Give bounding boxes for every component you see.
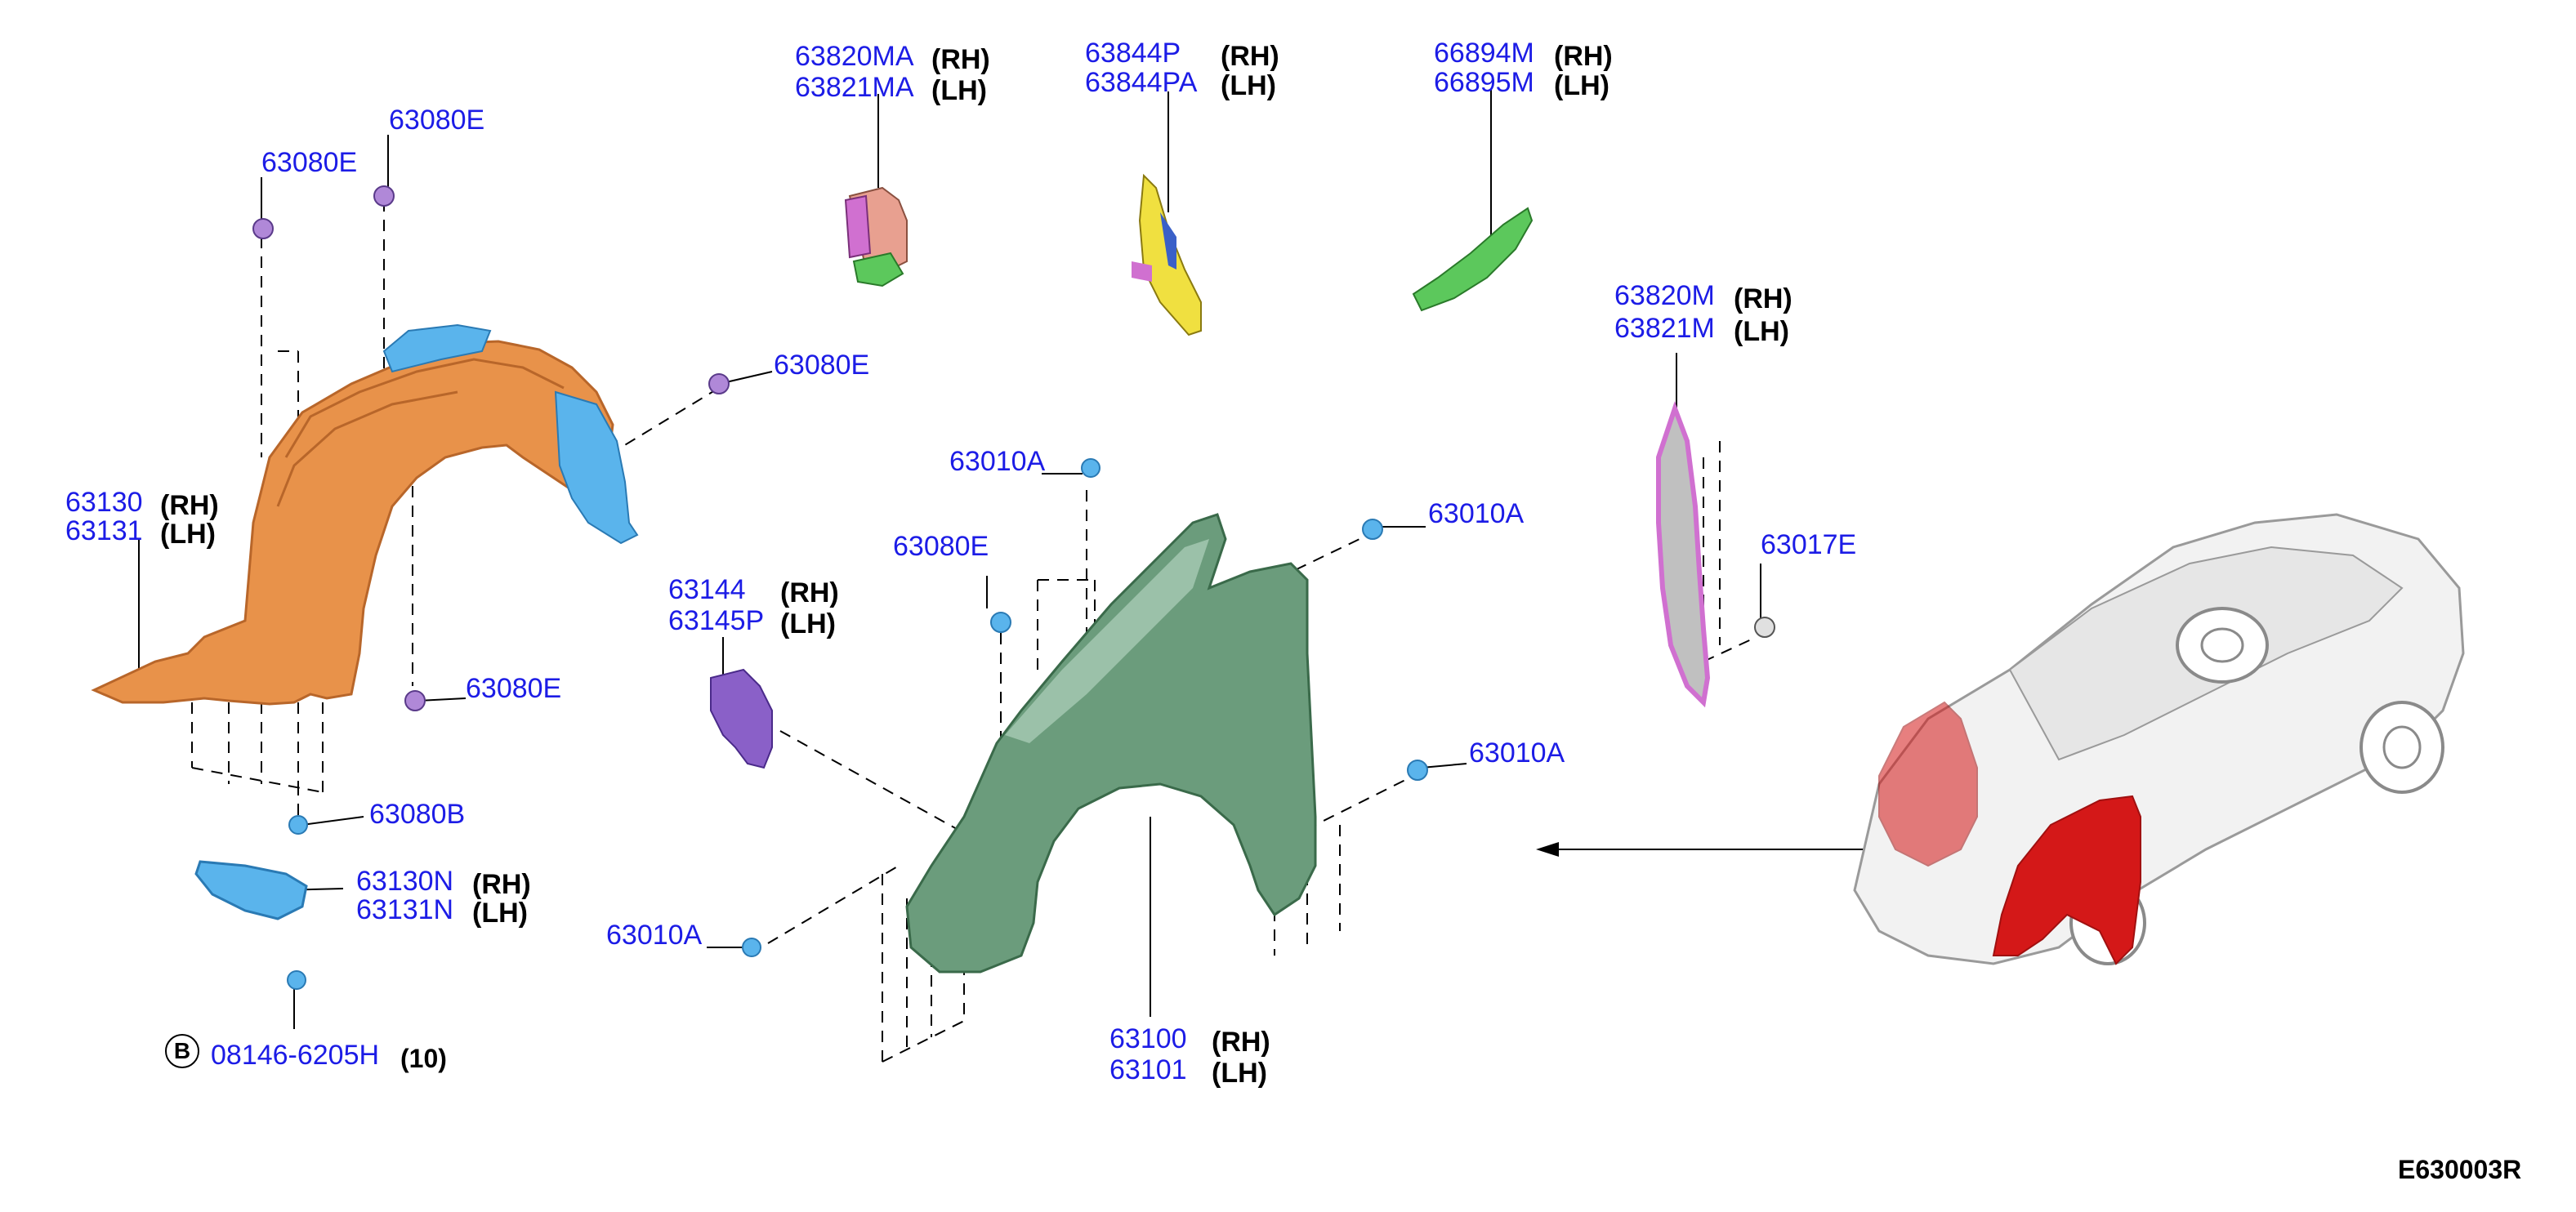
bracket-144-shape (710, 668, 773, 769)
bracket-ma-shape (844, 186, 908, 287)
label-bracket-ma-lh-side: (LH) (931, 75, 987, 106)
label-clip-right: 63080E (774, 350, 870, 381)
label-front-fender-rh: 63100 (1109, 1023, 1187, 1054)
label-clip-top-right: 63080E (389, 105, 485, 136)
label-bracket-m-lh: 63821M (1614, 313, 1715, 344)
label-seal-p-lh-side: (LH) (1221, 70, 1276, 101)
label-fender-protector-lh-side: (LH) (160, 519, 216, 550)
fender-protector-shape (91, 340, 614, 706)
label-screw-qty: (10) (400, 1044, 447, 1073)
fender-protector-blue-top (382, 323, 492, 373)
label-bracket-ma-lh: 63821MA (795, 72, 914, 103)
label-fender-protector-rh-side: (RH) (160, 490, 219, 521)
diagram-code: E630003R (2398, 1155, 2522, 1184)
label-front-fender-lh-side: (LH) (1212, 1058, 1267, 1089)
label-seal-m-lh: 66895M (1434, 67, 1534, 98)
label-screw: 08146-6205H (211, 1040, 380, 1071)
label-fender-protector-lh: 63131 (65, 515, 143, 546)
label-bracket-m-lh-side: (LH) (1734, 316, 1789, 347)
label-bracket-144-rh: 63144 (668, 574, 746, 605)
label-bracket-144-rh-side: (RH) (780, 577, 839, 608)
label-bracket-144-lh-side: (LH) (780, 608, 836, 639)
label-seal-m-rh-side: (RH) (1554, 41, 1613, 72)
label-seal-p-rh: 63844P (1085, 38, 1181, 69)
label-seal-p-rh-side: (RH) (1221, 41, 1279, 72)
label-seal-m-rh: 66894M (1434, 38, 1534, 69)
car-illustration (1853, 513, 2465, 965)
label-splash-guard-lh-side: (LH) (472, 898, 528, 929)
label-bolt-upper-right: 63010A (1428, 498, 1525, 529)
label-bracket-ma-rh: 63820MA (795, 41, 914, 72)
clip-shapes (252, 185, 1775, 990)
screw-marker-b: B (165, 1034, 199, 1068)
label-clip-e-right: 63017E (1761, 529, 1857, 560)
front-fender-shape (905, 513, 1317, 974)
label-bolt-top: 63010A (949, 446, 1046, 477)
label-bracket-144-lh: 63145P (668, 605, 765, 636)
label-bracket-m-rh-side: (RH) (1734, 283, 1792, 314)
front-fender-highlight (1005, 539, 1209, 743)
label-bracket-ma-rh-side: (RH) (931, 44, 990, 75)
label-bolt-mid-right: 63010A (1469, 737, 1565, 769)
label-front-fender-rh-side: (RH) (1212, 1027, 1270, 1058)
label-seal-p-lh: 63844PA (1085, 67, 1198, 98)
label-splash-guard-rh: 63130N (356, 866, 454, 897)
label-bracket-m-rh: 63820M (1614, 280, 1715, 311)
label-clip-bottom: 63080E (466, 673, 562, 704)
label-splash-guard-lh: 63131N (356, 894, 454, 925)
splash-guard-shape (194, 860, 308, 920)
seal-p-shape (1132, 173, 1202, 336)
label-fender-protector-rh: 63130 (65, 487, 143, 518)
label-splash-guard-rh-side: (RH) (472, 869, 531, 900)
label-fender-clip-mid: 63080E (893, 531, 989, 562)
label-clip-b: 63080B (369, 799, 466, 830)
label-bolt-lower-left: 63010A (606, 920, 703, 951)
bracket-m-shape (1656, 401, 1711, 708)
label-clip-top-left: 63080E (261, 147, 358, 178)
label-front-fender-lh: 63101 (1109, 1054, 1187, 1085)
label-seal-m-lh-side: (LH) (1554, 70, 1609, 101)
seal-m-shape (1412, 207, 1534, 312)
arrow-head (1536, 842, 1559, 857)
fender-protector-inner-shape (276, 358, 565, 507)
fender-protector-blue-insert (554, 390, 639, 545)
